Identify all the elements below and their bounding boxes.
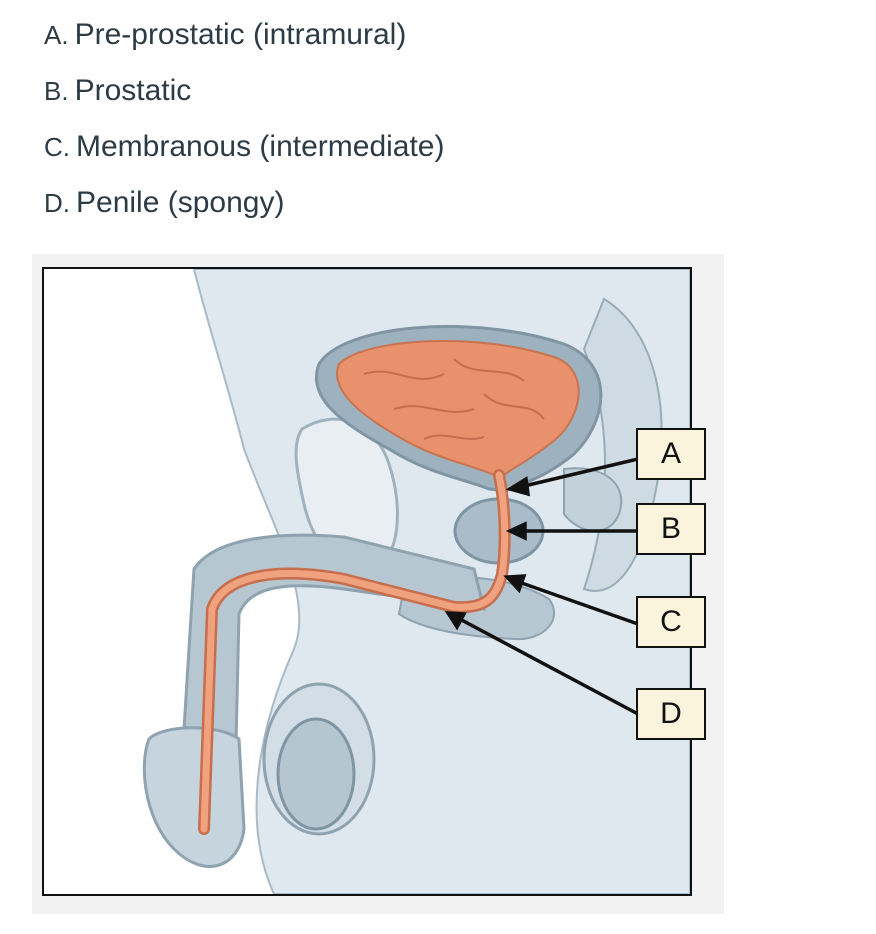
- option-text: Prostatic: [74, 74, 192, 107]
- arrow-c: [515, 579, 639, 626]
- glans: [142, 726, 246, 868]
- option-text: Pre-prostatic (intramural): [74, 18, 407, 51]
- label-b: B: [636, 503, 706, 555]
- option-b: B.Prostatic: [44, 68, 444, 124]
- label-a: A: [636, 428, 706, 480]
- option-text: Membranous (intermediate): [76, 130, 445, 163]
- arrow-d: [455, 615, 639, 716]
- option-letter: D.: [44, 188, 70, 218]
- testis: [276, 717, 356, 831]
- label-c: C: [636, 596, 706, 648]
- option-d: D.Penile (spongy): [44, 180, 444, 236]
- option-letter: C.: [44, 132, 70, 162]
- anatomy-figure: [42, 267, 692, 896]
- arrow-c-head: [503, 574, 527, 594]
- seminal-vesicle: [563, 467, 623, 532]
- option-a: A.Pre-prostatic (intramural): [44, 12, 444, 68]
- bladder-folds: [363, 358, 545, 440]
- arrow-b-head: [505, 521, 527, 541]
- label-d: D: [636, 688, 706, 740]
- option-letter: B.: [44, 76, 69, 106]
- arrow-a: [519, 457, 639, 489]
- option-letter: A.: [44, 20, 69, 50]
- arrow-a-head: [505, 476, 531, 497]
- answer-options: A.Pre-prostatic (intramural) B.Prostatic…: [44, 12, 444, 236]
- pointer-arrows: [444, 457, 639, 716]
- urethra-lumen: [200, 471, 509, 833]
- arrow-d-head: [444, 611, 467, 631]
- option-text: Penile (spongy): [76, 186, 285, 219]
- urethra-diagram: [142, 269, 690, 894]
- option-c: C.Membranous (intermediate): [44, 124, 444, 180]
